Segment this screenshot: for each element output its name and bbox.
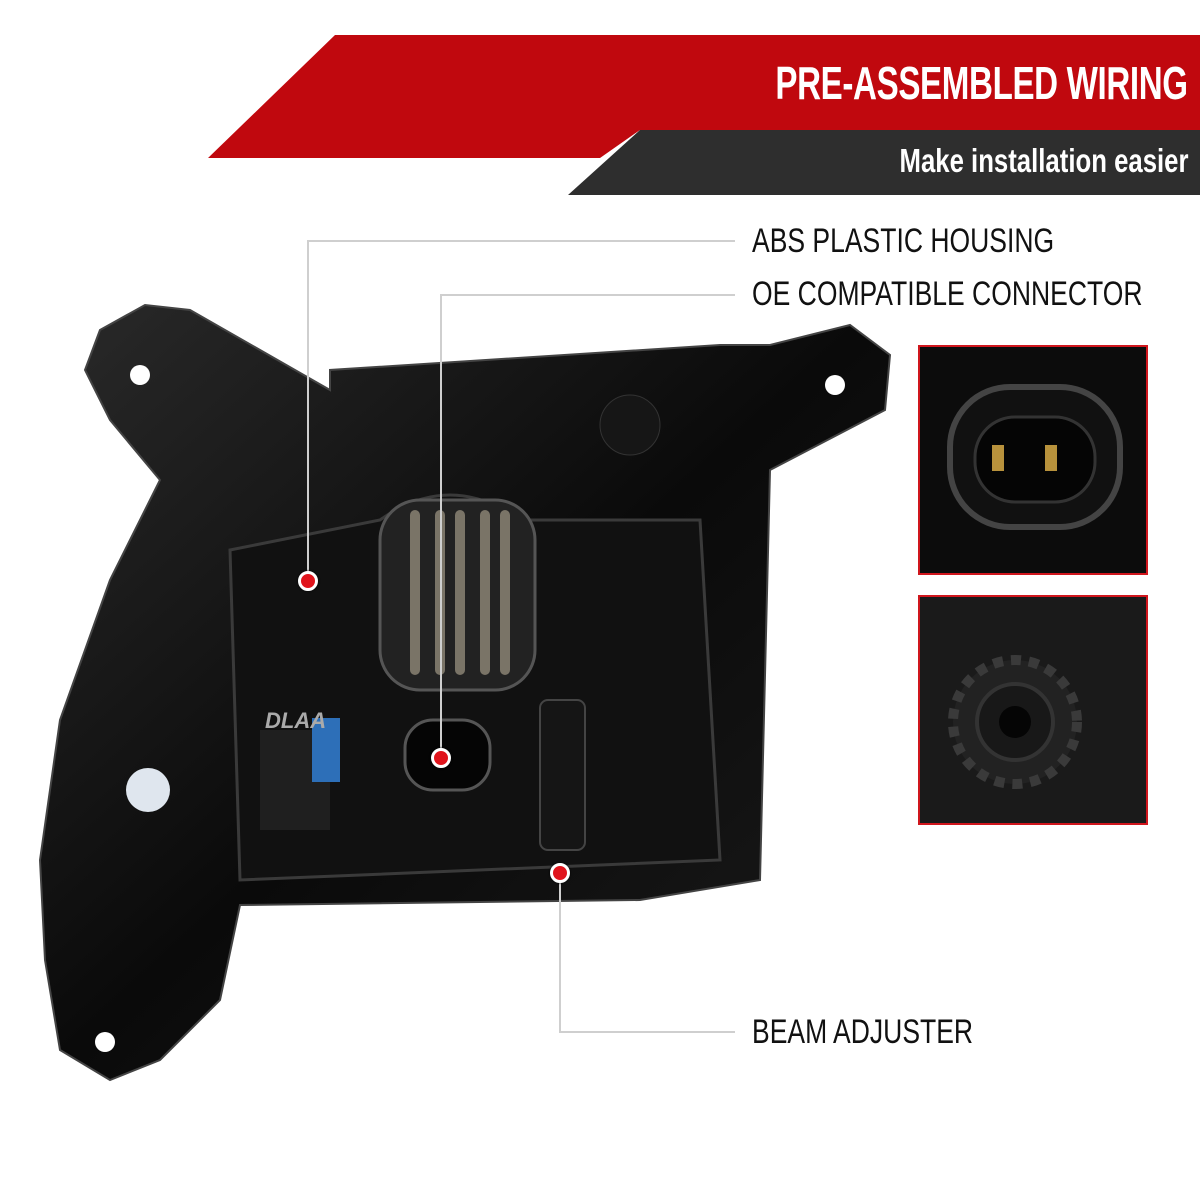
callout-dot-housing bbox=[298, 571, 318, 591]
callout-label-housing: ABS PLASTIC HOUSING bbox=[752, 222, 1055, 260]
banner-title: PRE-ASSEMBLED WIRING bbox=[775, 57, 1189, 109]
callout-line-adjuster-vertical bbox=[559, 872, 561, 1032]
red-banner bbox=[208, 35, 1200, 158]
callout-dot-connector bbox=[431, 748, 451, 768]
header-banner bbox=[208, 35, 1200, 195]
callout-label-adjuster: BEAM ADJUSTER bbox=[752, 1013, 974, 1051]
callout-dot-adjuster bbox=[550, 863, 570, 883]
callout-label-connector: OE COMPATIBLE CONNECTOR bbox=[752, 275, 1143, 313]
beam-adjuster-closeup-inset bbox=[918, 595, 1148, 825]
callout-line-housing-vertical bbox=[307, 240, 309, 580]
connector-closeup-inset bbox=[918, 345, 1148, 575]
housing-marking: DLAA bbox=[265, 708, 326, 733]
callout-line-connector-vertical bbox=[440, 294, 442, 757]
callout-line-connector-horizontal bbox=[440, 294, 735, 296]
callout-line-adjuster-horizontal bbox=[559, 1031, 735, 1033]
dark-banner bbox=[568, 130, 1200, 195]
banner-subtitle: Make installation easier bbox=[899, 142, 1188, 179]
callout-line-housing-horizontal bbox=[307, 240, 735, 242]
